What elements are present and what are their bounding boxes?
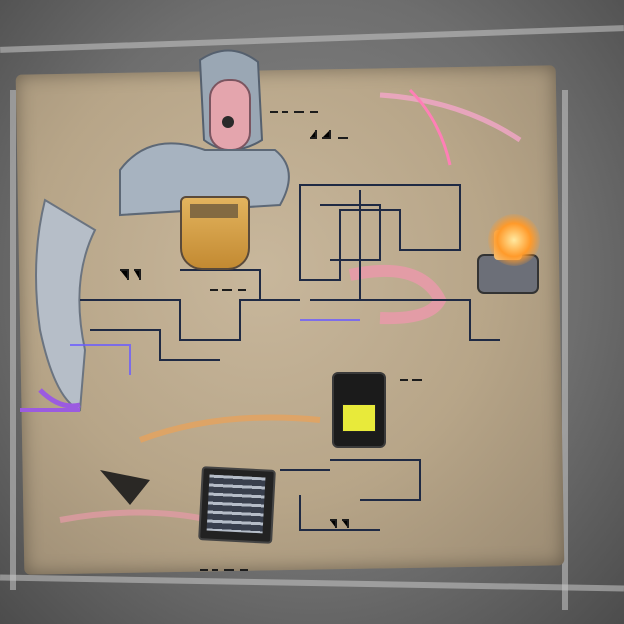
robot-figure <box>20 49 290 412</box>
pavement-line <box>562 90 568 610</box>
mug-label <box>190 204 238 218</box>
handheld-device <box>332 372 386 448</box>
tablet <box>198 466 276 544</box>
chalk-glyphs <box>120 111 422 571</box>
circuit-wires <box>80 184 500 531</box>
tablet-screen <box>206 474 266 534</box>
candle-flame <box>488 214 540 266</box>
pavement-line <box>10 90 16 590</box>
mug <box>180 196 250 270</box>
device-screen <box>342 404 376 432</box>
